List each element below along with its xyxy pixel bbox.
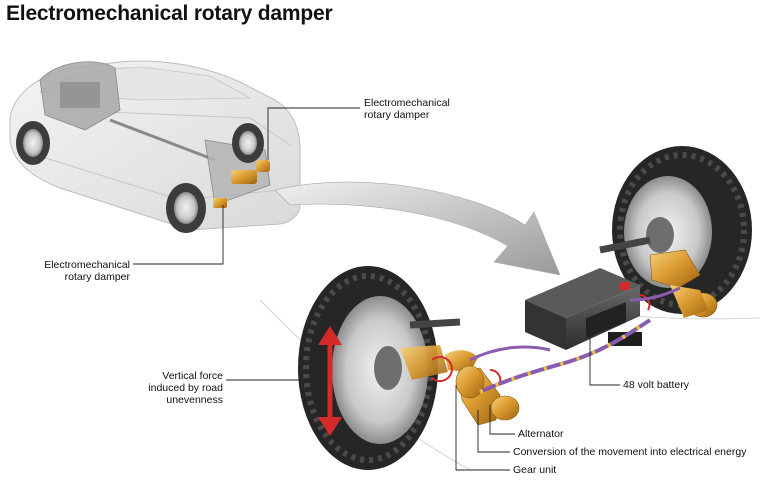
zoom-arrow xyxy=(274,181,561,276)
car-damper-left xyxy=(231,170,257,184)
left-damper xyxy=(400,345,520,426)
battery-48v xyxy=(525,268,642,350)
axle-illustration xyxy=(259,146,761,471)
label-battery: 48 volt battery xyxy=(623,379,689,391)
right-damper xyxy=(639,249,718,318)
label-alternator: Alternator xyxy=(518,428,564,440)
car-damper-right xyxy=(256,160,270,172)
leader-lines xyxy=(133,107,620,471)
label-conversion: Conversion of the movement into electric… xyxy=(513,446,747,458)
label-vertical-force: Vertical force induced by road unevennes… xyxy=(148,370,223,406)
label-damper-top: Electromechanical rotary damper xyxy=(364,97,450,121)
label-gear-unit: Gear unit xyxy=(513,464,557,476)
vertical-force-arrow xyxy=(318,326,342,436)
car-illustration xyxy=(9,60,301,233)
label-damper-left: Electromechanical rotary damper xyxy=(44,259,130,283)
page-title: Electromechanical rotary damper xyxy=(6,2,333,25)
